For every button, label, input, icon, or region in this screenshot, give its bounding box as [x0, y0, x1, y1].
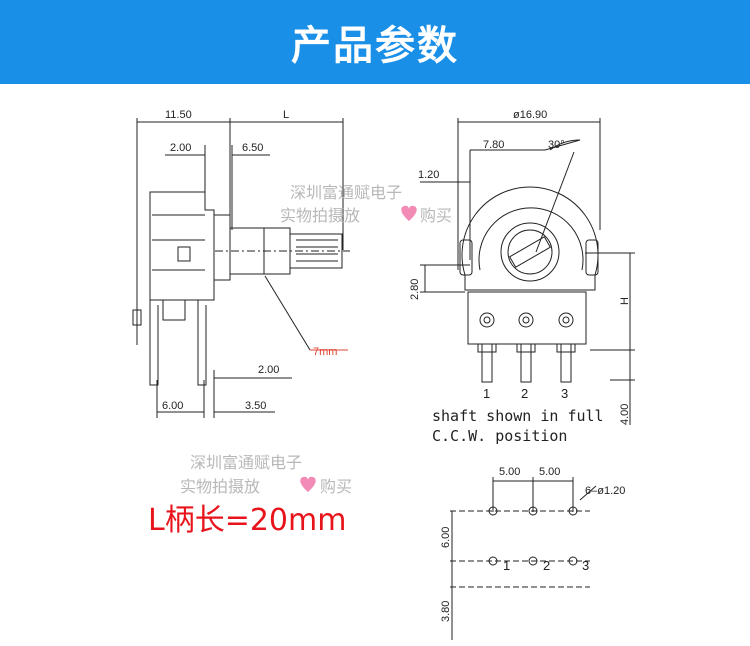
dim-30-deg: 30°	[548, 139, 565, 151]
dim-6-00-footprint: 6.00	[440, 527, 452, 548]
footprint-view	[450, 477, 597, 640]
front-view-labels: ø16.90 30° 1.20 7.80 2.80 H 4.00 1 2 3 s…	[409, 109, 631, 445]
watermark-top: 深圳富通赋电子 实物拍摄放 购买	[280, 183, 452, 225]
dim-2-00-bottom: 2.00	[258, 364, 279, 376]
pin-label-1: 1	[483, 386, 490, 401]
shaft-length-label: L柄长=20mm	[148, 503, 346, 538]
dim-5-00-a: 5.00	[499, 466, 520, 478]
dim-5-00-b: 5.00	[539, 466, 560, 478]
watermark-line1-top: 深圳富通赋电子	[290, 183, 402, 202]
pin-label-2: 2	[521, 386, 528, 401]
page-title: 产品参数	[291, 23, 459, 69]
footprint-pin-1: 1	[503, 558, 510, 573]
heart-icon	[300, 476, 316, 492]
dim-hole-dia: 6–ø1.20	[585, 485, 625, 497]
note-shaft-shown: shaft shown in full	[432, 407, 604, 425]
watermark-line1-bottom: 深圳富通赋电子	[190, 453, 302, 472]
watermark-line2b-top: 购买	[420, 206, 452, 225]
title-banner: 产品参数	[0, 0, 750, 84]
front-view	[420, 118, 635, 425]
side-view-labels: 11.50 L 2.00 6.50 7mm 2.00 6.00 3.50	[162, 109, 337, 412]
dim-7-80: 7.80	[483, 139, 504, 151]
heart-icon	[401, 205, 417, 221]
dim-4-00: 4.00	[619, 404, 631, 425]
watermark-bottom: 深圳富通赋电子 实物拍摄放 购买	[180, 453, 352, 496]
pin-label-3: 3	[561, 386, 568, 401]
dim-3-80: 3.80	[440, 601, 452, 622]
dim-6-50: 6.50	[242, 142, 263, 154]
dim-H: H	[619, 297, 631, 305]
watermark-line2a-bottom: 实物拍摄放	[180, 477, 260, 496]
dim-3-50: 3.50	[245, 400, 266, 412]
footprint-pin-3: 3	[582, 558, 589, 573]
dim-L: L	[283, 109, 289, 121]
dim-1-20: 1.20	[418, 169, 439, 181]
watermark-line2a-top: 实物拍摄放	[280, 206, 360, 225]
dim-2-00-top: 2.00	[170, 142, 191, 154]
footprint-pin-2: 2	[543, 558, 550, 573]
dim-7mm: 7mm	[313, 346, 337, 358]
dim-11-50: 11.50	[165, 109, 192, 121]
footprint-labels: 5.00 5.00 6–ø1.20 6.00 3.80 1 2 3	[440, 466, 625, 622]
side-view	[132, 118, 350, 418]
dim-2-80: 2.80	[409, 279, 421, 300]
watermark-line2b-bottom: 购买	[320, 477, 352, 496]
note-ccw-position: C.C.W. position	[432, 427, 567, 445]
dim-6-00: 6.00	[162, 400, 183, 412]
dim-dia-16-90: ø16.90	[513, 109, 547, 121]
